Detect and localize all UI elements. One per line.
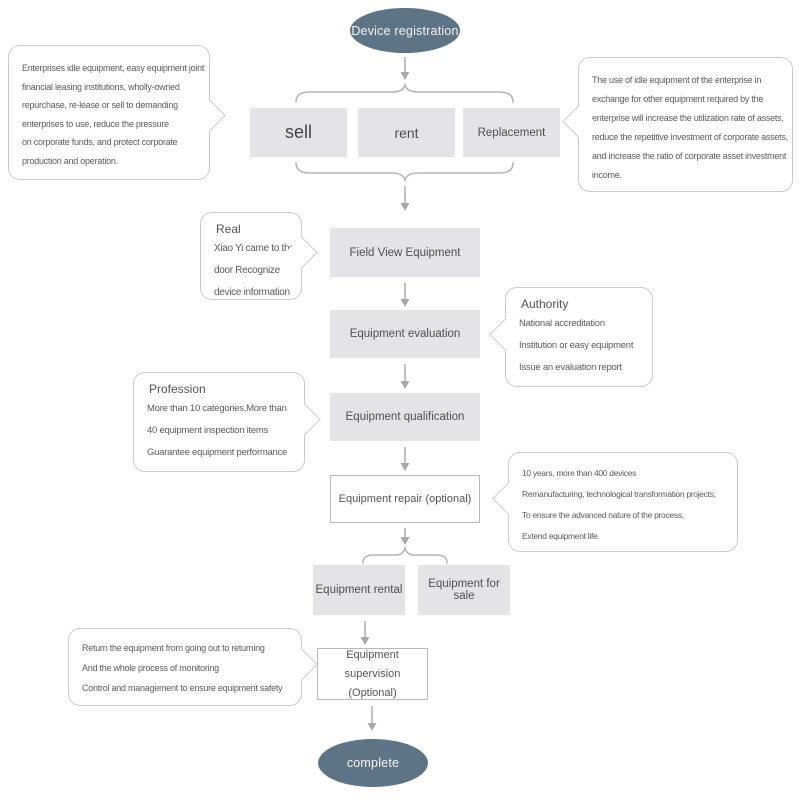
callout-asset-exchange: The use of idle equipment of the enterpr… xyxy=(562,57,793,192)
callout-repair-detail: 10 years, more than 400 devices Remanufa… xyxy=(492,452,738,552)
start-node: Device registration xyxy=(350,8,460,53)
option-box-replacement-label: Replacement xyxy=(477,126,546,139)
down-arrow-icon xyxy=(400,283,410,307)
option-box-replacement: Replacement xyxy=(463,108,560,157)
end-node: complete xyxy=(318,739,428,787)
callout-text-line: reduce the repetitive investment of corp… xyxy=(592,132,788,142)
down-arrow-icon xyxy=(400,447,410,471)
callout-text-line: on corporate funds, and protect corporat… xyxy=(22,137,178,147)
option-box-rent: rent xyxy=(358,108,455,157)
step-qualification-label: Equipment qualification xyxy=(345,411,465,423)
callout-text-line: 10 years, more than 400 devices xyxy=(522,468,637,478)
step-box-qualification: Equipment qualification xyxy=(330,393,480,441)
down-arrow-icon xyxy=(367,706,377,731)
callout-text-line: device information xyxy=(214,287,290,298)
callout-text-line: financial leasing institutions, wholly-o… xyxy=(22,81,180,92)
callout-text-line: Enterprises idle equipment, easy equipme… xyxy=(22,63,205,73)
callout-text-line: Institution or easy equipment xyxy=(519,340,634,351)
callout-real: Real Xiao Yi came to the door Recognize … xyxy=(200,212,318,300)
callout-title: Authority xyxy=(521,297,569,311)
outcome-box-sale: Equipment for sale xyxy=(418,565,510,615)
down-arrow-icon xyxy=(400,364,410,389)
callout-text-line: More than 10 categories,More than xyxy=(147,403,287,414)
callout-text-line: Control and management to ensure equipme… xyxy=(82,683,283,693)
callout-text-line: The use of idle equipment of the enterpr… xyxy=(592,75,762,85)
outcome-sale-label: Equipment for sale xyxy=(428,578,500,602)
callout-profession: Profession More than 10 categories,More … xyxy=(133,372,321,472)
down-arrow-icon xyxy=(360,621,370,645)
down-arrow-icon xyxy=(400,186,410,211)
callout-text-line: To ensure the advanced nature of the pro… xyxy=(522,510,684,520)
outcome-box-rental: Equipment rental xyxy=(313,565,405,615)
start-node-label: Device registration xyxy=(351,23,459,38)
callout-text-line: exchange for other equipment required by… xyxy=(592,94,764,104)
callout-text-line: enterprise will increase the utilization… xyxy=(592,113,784,123)
callout-text-line: Xiao Yi came to the xyxy=(214,243,295,254)
callout-authority: Authority National accreditation Institu… xyxy=(489,287,653,387)
callout-text-line: Return the equipment from going out to r… xyxy=(82,643,265,653)
step-repair-label: Equipment repair (optional) xyxy=(338,492,472,505)
down-arrow-icon xyxy=(400,528,410,545)
callout-text-line: enterprises to use, reduce the pressure xyxy=(22,118,169,129)
option-box-rent-label: rent xyxy=(394,124,419,141)
step-box-field-view: Field View Equipment xyxy=(330,228,480,277)
callout-title: Profession xyxy=(149,382,206,396)
brace-top-icon xyxy=(295,82,514,103)
callout-text-line: and increase the ratio of corporate asse… xyxy=(592,151,787,161)
callout-title: Real xyxy=(216,222,241,236)
callout-text-line: door Recognize xyxy=(214,265,280,276)
step-box-evaluation: Equipment evaluation xyxy=(330,310,480,358)
callout-text-line: 40 equipment inspection items xyxy=(147,425,269,436)
callout-supervision-detail: Return the equipment from going out to r… xyxy=(68,628,318,706)
callout-text-line: repurchase, re-lease or sell to demandin… xyxy=(22,100,178,110)
callout-text-line: income. xyxy=(592,170,622,180)
outcome-rental-label: Equipment rental xyxy=(315,584,403,596)
option-box-sell-label: sell xyxy=(284,122,312,142)
brace-split-icon xyxy=(362,545,448,564)
callout-text-line: Issue an evaluation report xyxy=(519,362,622,373)
callout-text-line: Extend equipment life. xyxy=(522,531,600,541)
down-arrow-icon xyxy=(400,57,410,80)
step-box-supervision: Equipment supervision (Optional) xyxy=(317,648,428,700)
callout-text-line: And the whole process of monitoring xyxy=(82,663,219,673)
step-supervision-label: Equipment supervision xyxy=(344,648,401,680)
step-field-view-label: Field View Equipment xyxy=(349,246,461,259)
callout-idle-equipment: Enterprises idle equipment, easy equipme… xyxy=(8,45,226,180)
option-box-sell: sell xyxy=(250,108,347,157)
callout-text-line: National accreditation xyxy=(519,318,605,329)
brace-bottom-icon xyxy=(295,162,514,183)
step-box-repair: Equipment repair (optional) xyxy=(330,475,480,523)
end-node-label: complete xyxy=(346,756,400,770)
step-supervision-sublabel: (Optional) xyxy=(348,686,397,699)
step-evaluation-label: Equipment evaluation xyxy=(349,328,461,340)
callout-text-line: Remanufacturing, technological transform… xyxy=(522,489,716,499)
callout-text-line: Guarantee equipment performance xyxy=(147,447,288,458)
callout-text-line: production and operation. xyxy=(22,155,118,166)
